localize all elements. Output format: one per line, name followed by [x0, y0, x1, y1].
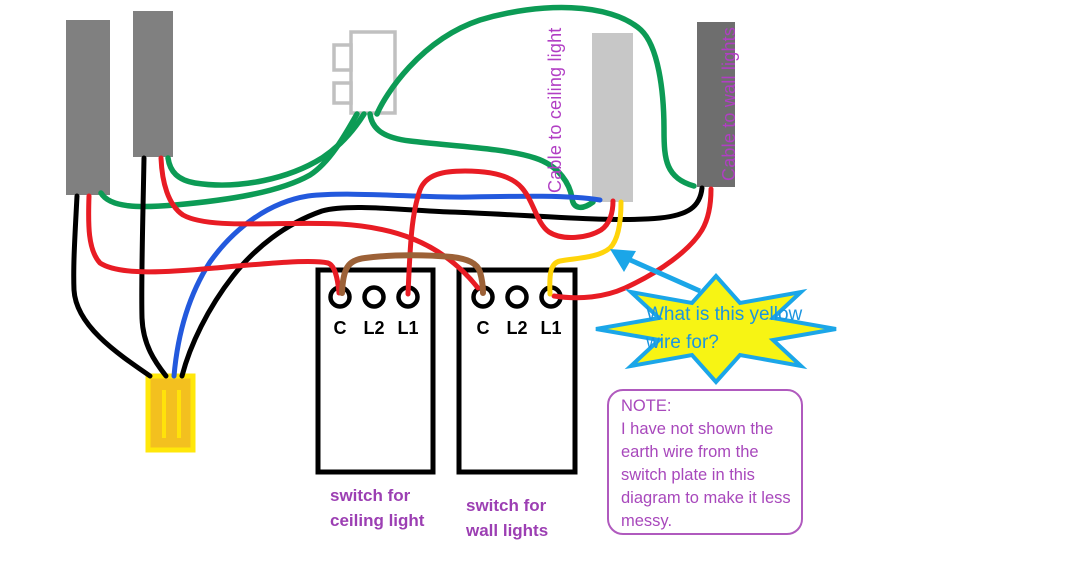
terminal-wall-l2 — [505, 285, 529, 309]
switch-caption-wall-line2: wall lights — [466, 521, 549, 540]
earth-wire-supply2 — [165, 111, 367, 188]
terminal-label-ceiling-l1: L1 — [397, 318, 419, 338]
neutral-wire-ceiling-blue — [171, 191, 603, 379]
earth-wire-ceiling — [367, 111, 596, 211]
callout-text: What is this yellow wire for? — [646, 301, 816, 357]
callout-starburst — [595, 272, 837, 386]
switch-caption-ceiling-line1: switch for — [330, 486, 411, 505]
switch-caption-ceiling-line2: ceiling light — [330, 511, 425, 530]
link-wire-brown — [339, 252, 486, 296]
note-line: diagram to make it less — [621, 489, 791, 507]
cable-to-ceiling-label: Cable to ceiling light — [545, 27, 565, 194]
callout-text-line1: What is this yellow — [646, 304, 803, 325]
earth-connector-tab-2 — [332, 81, 353, 105]
note-line: messy. — [621, 512, 673, 530]
note-line: switch plate in this — [621, 466, 755, 484]
terminal-label-ceiling-l2: L2 — [363, 318, 385, 338]
supply-cable-2 — [133, 11, 173, 157]
switched-live-wall — [551, 186, 714, 301]
terminal-label-wall-c: C — [476, 318, 490, 338]
neutral-wire-supply1 — [71, 193, 153, 379]
switched-live-ceiling — [405, 168, 616, 297]
switch-caption-wall-line1: switch for — [466, 496, 547, 515]
live-wire-supply1-to-ceiling-switch — [86, 193, 342, 296]
note-line: I have not shown the — [621, 420, 774, 438]
neutral-wire-supply2 — [139, 155, 169, 379]
callout-arrow — [626, 256, 702, 294]
live-wire-supply2-to-wall-switch — [158, 155, 481, 291]
terminal-label-wall-l2: L2 — [506, 318, 528, 338]
note-box: NOTE: I have not shown the earth wire fr… — [607, 389, 803, 535]
terminal-ceiling-l2 — [362, 285, 386, 309]
switch-caption-ceiling: switch for ceiling light — [330, 483, 424, 533]
earth-connector-tab-1 — [332, 43, 353, 72]
yellow-wire — [547, 199, 624, 297]
ceiling-cable-sheath — [592, 33, 633, 202]
cable-to-wall-label: Cable to wall lights — [719, 26, 739, 181]
callout-arrowhead-icon — [610, 249, 636, 272]
switch-caption-wall: switch for wall lights — [466, 493, 548, 543]
wall-cable-sheath — [697, 22, 735, 187]
terminal-label-ceiling-c: C — [333, 318, 347, 338]
earth-connector-box — [349, 30, 397, 115]
callout-text-line2: wire for? — [646, 332, 719, 353]
neutral-wire-wall — [179, 185, 705, 379]
note-title: NOTE: — [621, 397, 672, 415]
neutral-connector-block — [145, 373, 196, 453]
earth-wire-wall — [374, 4, 697, 189]
note-line: earth wire from the — [621, 443, 759, 461]
supply-cable-1 — [66, 20, 110, 195]
terminal-label-wall-l1: L1 — [540, 318, 562, 338]
